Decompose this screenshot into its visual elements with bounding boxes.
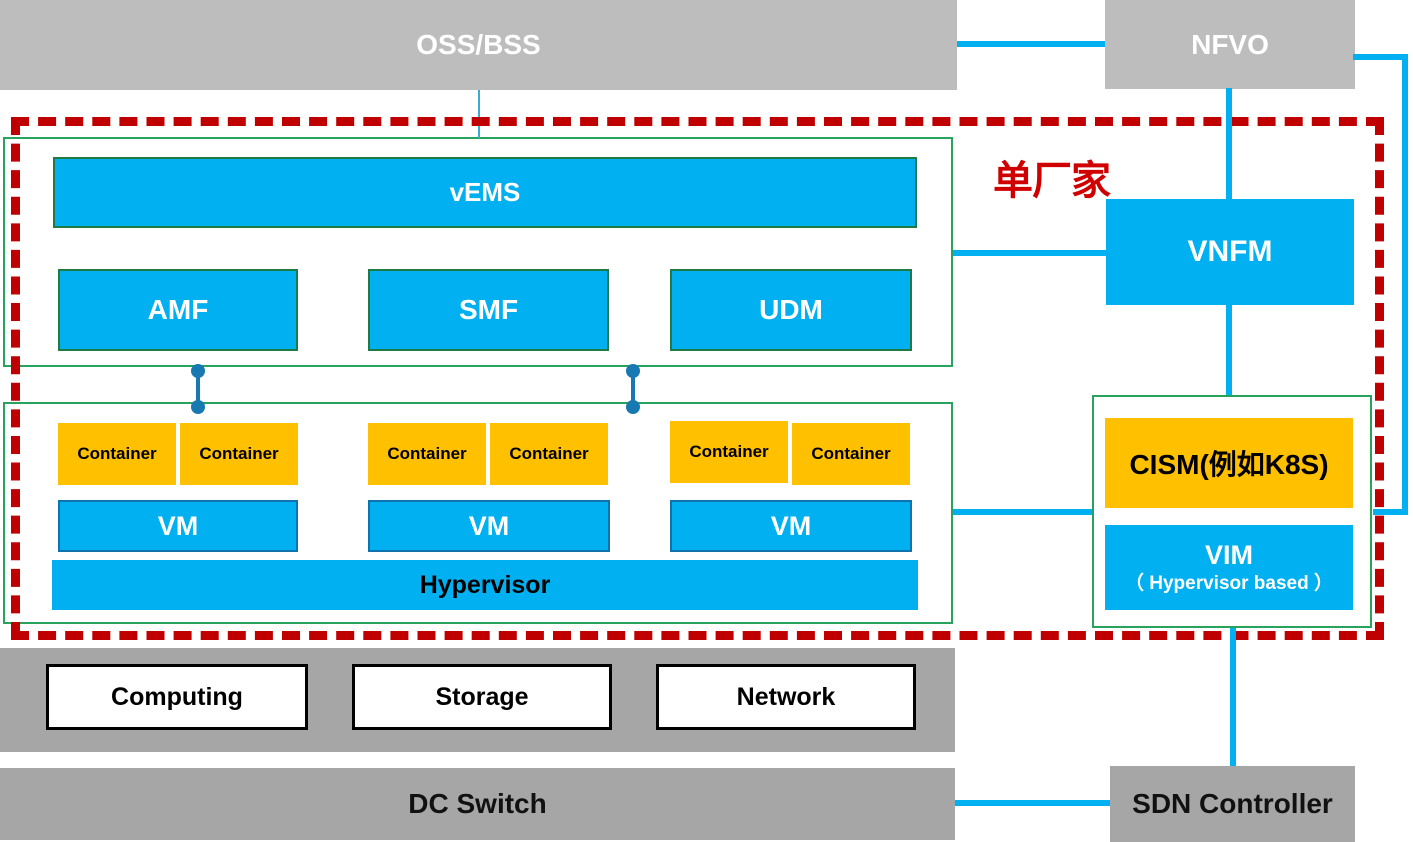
connector-dot-left-top — [191, 364, 205, 378]
sdn-controller-box: SDN Controller — [1110, 766, 1355, 842]
line-vnfgroup-vnfm — [953, 250, 1106, 256]
hypervisor-box: Hypervisor — [52, 560, 918, 610]
container-box: Container — [58, 423, 176, 485]
dc-switch-label: DC Switch — [408, 788, 547, 819]
connector-line-right — [631, 367, 635, 409]
vm-box: VM — [670, 500, 912, 552]
vm-label: VM — [157, 510, 199, 541]
vems-box: vEMS — [53, 157, 917, 228]
nfvo-label: NFVO — [1191, 28, 1269, 60]
connector-dot-right-top — [626, 364, 640, 378]
line-nfvo-vnfm — [1226, 88, 1232, 199]
vm-box: VM — [58, 500, 298, 552]
vim-sublabel: （ Hypervisor based ） — [1124, 572, 1334, 594]
nfvi-group-frame — [3, 402, 953, 624]
container-box: Container — [490, 423, 608, 485]
network-box: Network — [656, 664, 916, 730]
line-vnfm-cism — [1226, 305, 1232, 395]
hypervisor-label: Hypervisor — [419, 570, 551, 599]
udm-box: UDM — [670, 269, 912, 351]
container-box: Container — [670, 421, 788, 483]
single-vendor-label: 单厂家 — [993, 159, 1111, 203]
line-nfvo-wrap-vertical — [1402, 54, 1408, 515]
line-vim-sdn — [1230, 628, 1236, 766]
container-box: Container — [180, 423, 298, 485]
container-label: Container — [811, 444, 891, 463]
vnfm-box: VNFM — [1106, 199, 1354, 305]
amf-label: AMF — [147, 294, 209, 325]
container-label: Container — [77, 444, 157, 463]
vm-label: VM — [770, 510, 812, 541]
network-label: Network — [736, 682, 836, 711]
cism-label: CISM(例如K8S) — [1129, 449, 1329, 480]
container-label: Container — [387, 444, 467, 463]
storage-label: Storage — [435, 682, 529, 711]
oss-bss-box: OSS/BSS — [0, 0, 957, 90]
computing-box: Computing — [46, 664, 308, 730]
vnfm-label: VNFM — [1187, 235, 1273, 268]
vm-label: VM — [468, 510, 510, 541]
vems-label: vEMS — [449, 177, 521, 207]
container-box: Container — [368, 423, 486, 485]
vnf-group-frame — [3, 137, 953, 367]
amf-box: AMF — [58, 269, 298, 351]
container-label: Container — [199, 444, 279, 463]
cism-box: CISM(例如K8S) — [1105, 418, 1353, 508]
single-vendor-dashed-boundary — [11, 117, 1384, 640]
oss-bss-label: OSS/BSS — [416, 29, 541, 60]
udm-label: UDM — [759, 294, 823, 325]
storage-box: Storage — [352, 664, 612, 730]
sdn-controller-label: SDN Controller — [1132, 788, 1333, 819]
line-ossbss-vnfgroup — [478, 90, 480, 138]
nfvo-box: NFVO — [1105, 0, 1355, 89]
container-label: Container — [509, 444, 589, 463]
dc-switch-box: DC Switch — [0, 768, 955, 840]
line-nfvo-wrap-return — [1373, 509, 1408, 515]
smf-label: SMF — [458, 294, 519, 325]
cism-vim-group-frame — [1092, 395, 1372, 628]
line-nfvo-wrap-top — [1353, 54, 1408, 60]
vim-label: VIM — [1204, 540, 1253, 571]
vim-box: VIM （ Hypervisor based ） — [1105, 525, 1353, 610]
container-box: Container — [792, 423, 910, 485]
smf-box: SMF — [368, 269, 609, 351]
connector-dot-left-bottom — [191, 400, 205, 414]
line-ossbss-nfvo — [957, 41, 1105, 47]
container-label: Container — [689, 442, 769, 461]
connector-dot-right-bottom — [626, 400, 640, 414]
line-dcswitch-sdn — [955, 800, 1110, 806]
computing-label: Computing — [111, 682, 243, 711]
connector-line-left — [196, 367, 200, 409]
line-nfvigroup-cism — [953, 509, 1092, 515]
vm-box: VM — [368, 500, 610, 552]
